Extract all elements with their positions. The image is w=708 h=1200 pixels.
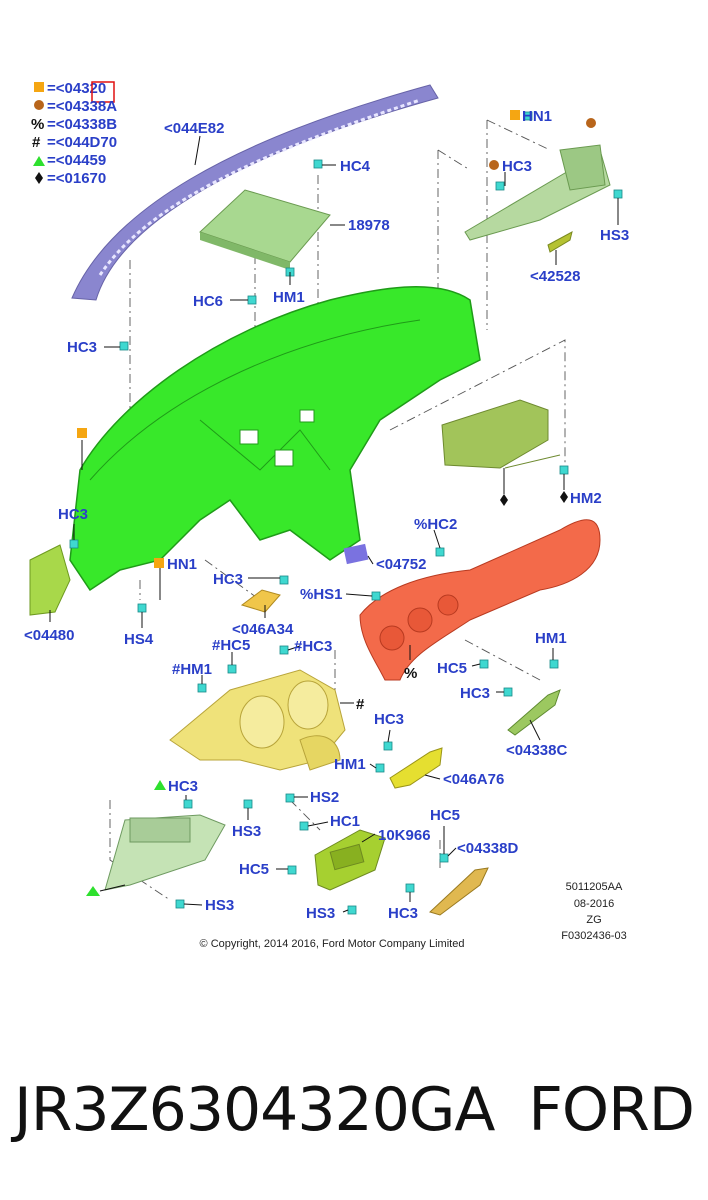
marker-circle-brown-icon bbox=[586, 118, 596, 128]
dash-trim-panel bbox=[359, 519, 601, 681]
part-label: HC3 bbox=[58, 506, 88, 523]
legend-triangle-green-icon bbox=[33, 156, 45, 166]
part-label: <044E82 bbox=[164, 120, 224, 137]
part-label: HN1 bbox=[522, 108, 552, 125]
legend-hash-icon: # bbox=[32, 134, 41, 151]
part-label: HC5 bbox=[239, 861, 269, 878]
hash-marker: # bbox=[356, 696, 365, 713]
percent-marker: % bbox=[404, 665, 417, 682]
fastener-clips bbox=[69, 111, 623, 915]
part-label: HS3 bbox=[306, 905, 335, 922]
part-label: 10K966 bbox=[378, 827, 431, 844]
part-label: 18978 bbox=[348, 217, 390, 234]
legend-item: =<044D70 bbox=[47, 134, 117, 151]
marker-triangle-green-icon bbox=[154, 780, 166, 790]
part-label: HC1 bbox=[330, 813, 360, 830]
part-label: HS3 bbox=[232, 823, 261, 840]
part-label: HS4 bbox=[124, 631, 154, 648]
part-label: HC5 bbox=[430, 807, 460, 824]
part-label: HC3 bbox=[168, 778, 198, 795]
instrument-cluster-bezel bbox=[169, 669, 346, 771]
legend-square-orange-icon bbox=[34, 82, 44, 92]
part-label: HN1 bbox=[167, 556, 197, 573]
part-label: HC6 bbox=[193, 293, 223, 310]
part-label: HM1 bbox=[535, 630, 567, 647]
defroster-grille bbox=[71, 84, 439, 301]
legend-percent-icon: % bbox=[31, 116, 44, 133]
part-label: #HC5 bbox=[212, 637, 250, 654]
part-label: %HC2 bbox=[414, 516, 457, 533]
marker-triangle-green-icon bbox=[86, 886, 100, 896]
brand-name: FORD bbox=[528, 1075, 695, 1145]
part-label: HC3 bbox=[374, 711, 404, 728]
legend-diamond-black-icon bbox=[35, 172, 43, 184]
markers bbox=[77, 110, 596, 896]
copyright: © Copyright, 2014 2016, Ford Motor Compa… bbox=[200, 938, 465, 950]
part-label: #HM1 bbox=[172, 661, 212, 678]
marker-square-orange-icon bbox=[510, 110, 520, 120]
part-label: HS3 bbox=[600, 227, 629, 244]
part-label: HC5 bbox=[437, 660, 467, 677]
legend-item: =<04338B bbox=[47, 116, 117, 133]
panel-04338c bbox=[507, 689, 561, 736]
drawing-id: 5011205AA bbox=[566, 881, 623, 893]
legend: =<04320 =<04338A % =<04338B # =<044D70 =… bbox=[31, 80, 117, 187]
drawing-meta: 5011205AA 08-2016 ZG F0302436-03 bbox=[561, 881, 626, 942]
legend-circle-brown-icon bbox=[34, 100, 44, 110]
part-label: HC4 bbox=[340, 158, 371, 175]
marker-diamond-black-icon bbox=[560, 491, 568, 503]
right-support-bracket bbox=[441, 399, 561, 469]
upper-right-bracket bbox=[464, 144, 611, 253]
part-label: <04480 bbox=[24, 627, 74, 644]
drawing-ref: F0302436-03 bbox=[561, 930, 626, 942]
knee-bolster bbox=[104, 814, 226, 891]
parts-diagram: =<04320 =<04338A % =<04338B # =<044D70 =… bbox=[24, 80, 629, 950]
part-label: <04338C bbox=[506, 742, 567, 759]
marker-square-orange-icon bbox=[77, 428, 87, 438]
part-label: HC3 bbox=[213, 571, 243, 588]
part-label: <04752 bbox=[376, 556, 426, 573]
part-label: HC3 bbox=[67, 339, 97, 356]
footer: JR3Z6304320GA FORD bbox=[0, 1060, 708, 1160]
part-label: HC3 bbox=[460, 685, 490, 702]
legend-item: =<01670 bbox=[47, 170, 106, 187]
part-label: <04338D bbox=[457, 840, 518, 857]
badge-plate bbox=[343, 543, 369, 565]
legend-item: =<04338A bbox=[47, 98, 117, 115]
part-label: HC3 bbox=[388, 905, 418, 922]
highlight-box bbox=[91, 81, 115, 103]
left-end-cap bbox=[29, 544, 71, 616]
lower-trim-10k966 bbox=[314, 829, 386, 891]
part-label: HM2 bbox=[570, 490, 602, 507]
part-label: HM1 bbox=[273, 289, 305, 306]
part-label: <42528 bbox=[530, 268, 580, 285]
part-number: JR3Z6304320GA bbox=[14, 1075, 495, 1145]
part-label: #HC3 bbox=[294, 638, 332, 655]
marker-diamond-black-icon bbox=[500, 494, 508, 506]
part-labels: <044E82 HC4 18978 HM1 HC6 HC3 HN1 HC3 HS… bbox=[24, 108, 629, 922]
part-label: HC3 bbox=[502, 158, 532, 175]
part-label: <046A76 bbox=[443, 771, 504, 788]
small-yellow-panel bbox=[240, 589, 281, 613]
marker-square-orange-icon bbox=[154, 558, 164, 568]
part-label: HS2 bbox=[310, 789, 339, 806]
instrument-panel bbox=[69, 286, 481, 592]
marker-circle-brown-icon bbox=[489, 160, 499, 170]
panel-04338d bbox=[429, 867, 489, 916]
part-label: %HS1 bbox=[300, 586, 343, 603]
part-label: HS3 bbox=[205, 897, 234, 914]
part-label: HM1 bbox=[334, 756, 366, 773]
part-label: <046A34 bbox=[232, 621, 294, 638]
legend-item: =<04459 bbox=[47, 152, 106, 169]
drawing-date: 08-2016 bbox=[574, 898, 614, 910]
leader-lines bbox=[49, 115, 619, 913]
vent-yellow bbox=[389, 747, 443, 789]
drawing-code: ZG bbox=[586, 914, 601, 926]
speaker-grille bbox=[199, 189, 331, 270]
